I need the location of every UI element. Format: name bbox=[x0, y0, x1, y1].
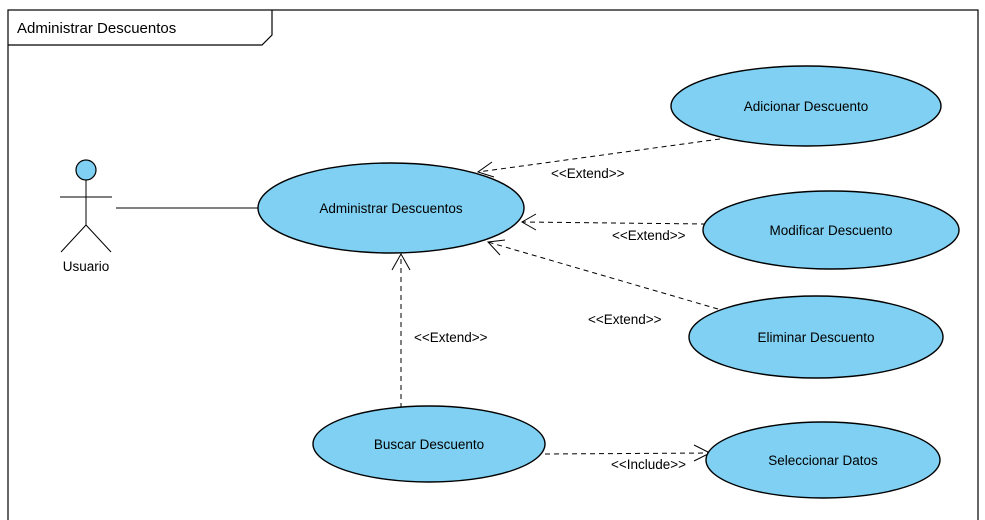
use-case-administrar-shape bbox=[257, 162, 525, 254]
extend-buscar-arrowhead bbox=[391, 252, 411, 271]
extend-eliminar-label: <<Extend>> bbox=[588, 312, 662, 327]
include-seleccionar-label: <<Include>> bbox=[611, 457, 686, 472]
use-case-modificar[interactable]: Modificar Descuento bbox=[702, 190, 960, 270]
diagram-frame: Administrar Descuentos bbox=[7, 9, 979, 520]
use-case-buscar[interactable]: Buscar Descuento bbox=[312, 405, 546, 483]
relation-extend-modificar: <<Extend>> bbox=[520, 213, 707, 243]
relation-extend-buscar: <<Extend>> bbox=[391, 252, 488, 408]
actor-head bbox=[75, 159, 97, 181]
extend-eliminar-arrowhead bbox=[486, 239, 506, 256]
use-case-eliminar-label: Eliminar Descuento bbox=[757, 330, 874, 345]
frame-border bbox=[7, 9, 979, 520]
use-case-eliminar[interactable]: Eliminar Descuento bbox=[688, 295, 944, 379]
extend-eliminar-line bbox=[487, 241, 719, 310]
actor-label: Usuario bbox=[63, 259, 110, 274]
use-case-administrar-label: Administrar Descuentos bbox=[319, 201, 463, 216]
frame-title: Administrar Descuentos bbox=[17, 20, 176, 37]
include-seleccionar-line bbox=[544, 452, 711, 455]
extend-adicionar-arrowhead bbox=[476, 161, 495, 178]
relation-extend-eliminar: <<Extend>> bbox=[486, 239, 719, 327]
extend-adicionar-label: <<Extend>> bbox=[551, 166, 625, 181]
extend-modificar-line bbox=[521, 221, 707, 225]
actor-left-leg bbox=[60, 224, 87, 253]
use-case-buscar-shape bbox=[312, 405, 546, 483]
extend-modificar-label: <<Extend>> bbox=[612, 228, 686, 243]
actor-right-leg bbox=[85, 224, 112, 253]
use-case-seleccionar-shape bbox=[705, 421, 941, 499]
use-case-adicionar-label: Adicionar Descuento bbox=[744, 99, 869, 114]
use-case-adicionar-shape bbox=[670, 65, 942, 147]
use-case-seleccionar[interactable]: Seleccionar Datos bbox=[705, 421, 941, 499]
actor-usuario[interactable]: Usuario bbox=[60, 159, 112, 274]
extend-adicionar-line bbox=[477, 138, 721, 173]
relation-extend-adicionar: <<Extend>> bbox=[476, 138, 721, 181]
use-case-eliminar-shape bbox=[688, 295, 944, 379]
frame-tab bbox=[8, 10, 273, 46]
use-case-buscar-label: Buscar Descuento bbox=[374, 437, 484, 452]
relation-include-seleccionar: <<Include>> bbox=[544, 444, 712, 472]
use-case-modificar-shape bbox=[702, 190, 960, 270]
use-case-administrar[interactable]: Administrar Descuentos bbox=[257, 162, 525, 254]
extend-buscar-label: <<Extend>> bbox=[414, 330, 488, 345]
use-case-seleccionar-label: Seleccionar Datos bbox=[768, 453, 878, 468]
use-case-modificar-label: Modificar Descuento bbox=[769, 223, 892, 238]
use-case-adicionar[interactable]: Adicionar Descuento bbox=[670, 65, 942, 147]
extend-modificar-arrowhead bbox=[520, 213, 537, 231]
